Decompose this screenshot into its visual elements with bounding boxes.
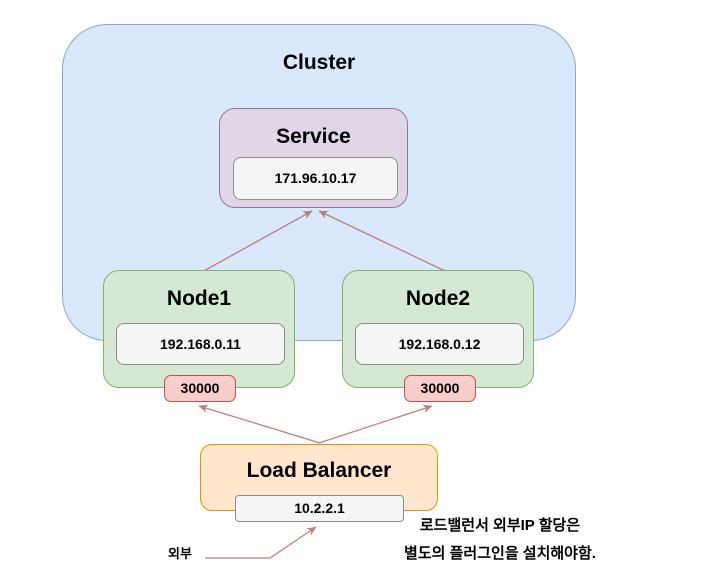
node1-box: Node1 192.168.0.11	[103, 270, 295, 388]
annotation-line1: 로드밸런서 외부IP 할당은	[419, 517, 581, 534]
cluster-label: Cluster	[282, 51, 356, 74]
service-ip-box: 171.96.10.17	[233, 157, 398, 200]
external-label: 외부	[168, 546, 192, 561]
node2-ip-value: 192.168.0.12	[398, 336, 481, 352]
annotation-text: 로드밸런서 외부IP 할당은 별도의 플러그인을 설치해야함.	[378, 512, 622, 568]
node1-port-badge: 30000	[164, 375, 236, 402]
node1-port-value: 30000	[180, 380, 220, 396]
arrow-lb-to-node2-port	[318, 404, 433, 444]
node1-ip-value: 192.168.0.11	[160, 336, 241, 352]
node2-port-value: 30000	[420, 380, 460, 396]
service-label: Service	[276, 125, 351, 148]
arrow-external-to-lb-ip	[205, 526, 317, 559]
node2-label: Node2	[405, 287, 471, 310]
load-balancer-ip-value: 10.2.2.1	[294, 500, 345, 516]
arrow-lb-to-node1-port	[198, 404, 321, 444]
load-balancer-ip-box: 10.2.2.1	[235, 495, 404, 522]
node2-port-badge: 30000	[404, 375, 476, 402]
node1-ip-box: 192.168.0.11	[116, 323, 285, 365]
load-balancer-label: Load Balancer	[246, 459, 392, 482]
annotation-line2: 별도의 플러그인을 설치해야함.	[404, 545, 596, 562]
service-ip-value: 171.96.10.17	[274, 170, 357, 186]
node1-label: Node1	[166, 287, 232, 310]
node2-ip-box: 192.168.0.12	[355, 323, 524, 365]
service-box: Service 171.96.10.17	[219, 108, 408, 208]
node2-box: Node2 192.168.0.12	[342, 270, 534, 388]
